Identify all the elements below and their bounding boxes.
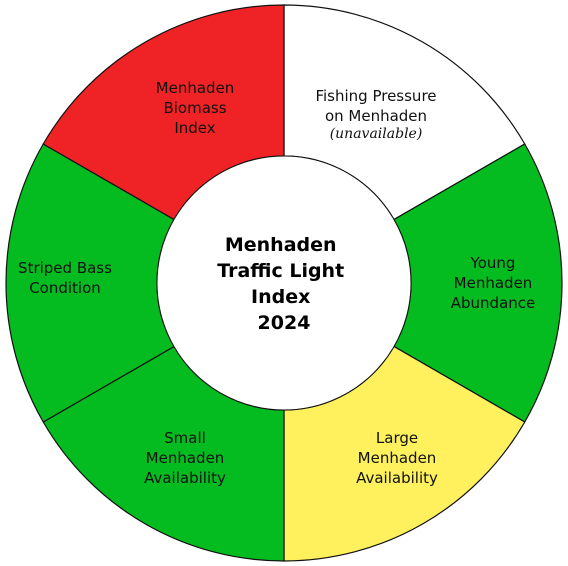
wheel-segments xyxy=(5,4,563,562)
segment-label-line: Condition xyxy=(29,279,101,297)
center-title-line: Menhaden xyxy=(225,234,337,256)
segment-label-line: Large xyxy=(376,429,418,447)
segment-label-line: Biomass xyxy=(163,99,226,117)
segment-note: (unavailable) xyxy=(330,126,423,142)
segment-label-line: Index xyxy=(174,119,215,137)
segment-label-line: Availability xyxy=(356,469,438,487)
segment-label-line: Striped Bass xyxy=(18,259,112,277)
center-title-line: 2024 xyxy=(258,312,311,334)
segment-label-line: Menhaden xyxy=(156,79,235,97)
center-title-line: Index xyxy=(251,286,310,308)
segment-label-line: Fishing Pressure xyxy=(315,87,436,105)
segment-label-line: Availability xyxy=(144,469,226,487)
segment-labels: Fishing Pressure on Menhaden(unavailable)… xyxy=(18,79,535,487)
segment-label-line: Menhaden xyxy=(358,449,437,467)
center-circle xyxy=(156,155,412,411)
segment-label-line: Menhaden xyxy=(454,274,533,292)
center-title: Menhaden Traffic Light Index 2024 xyxy=(217,234,351,334)
center-title-line: Traffic Light xyxy=(217,260,344,282)
segment-label-fishing-pressure: Fishing Pressure on Menhaden(unavailable) xyxy=(315,87,436,142)
segment-label-line: on Menhaden xyxy=(325,107,427,125)
segment-label-line: Small xyxy=(164,429,206,447)
segment-label-line: Menhaden xyxy=(146,449,225,467)
segment-label-line: Young xyxy=(470,254,516,272)
segment-label-line: Abundance xyxy=(451,294,536,312)
